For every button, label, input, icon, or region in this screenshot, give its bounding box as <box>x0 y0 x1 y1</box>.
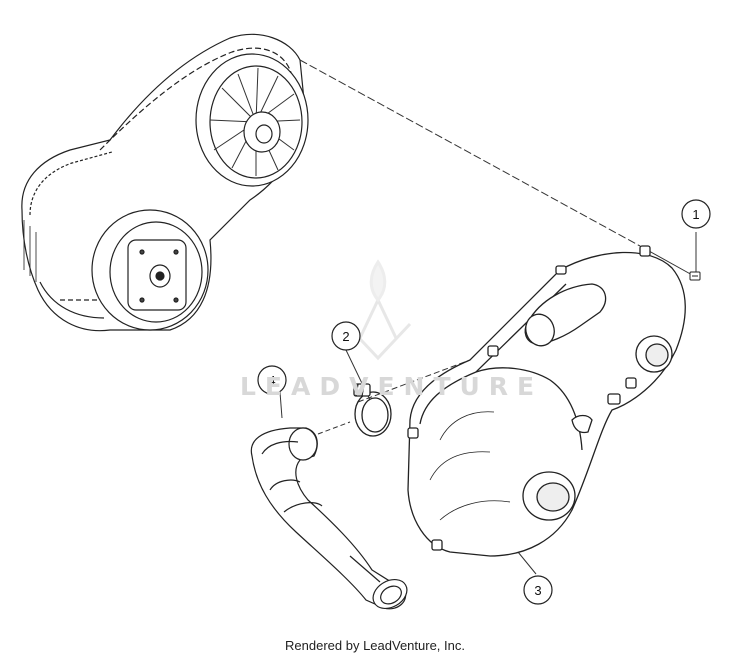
callout-1-label: 1 <box>692 207 699 222</box>
callout-3: 3 <box>523 575 553 605</box>
clutch-assembly <box>21 33 309 332</box>
watermark-brand-text: LEADVENTURE <box>240 372 544 401</box>
callout-1: 1 <box>681 199 711 229</box>
duct-hose-part <box>250 427 408 610</box>
footer-credit: Rendered by LeadVenture, Inc. <box>285 638 465 653</box>
bolt-part <box>689 271 701 281</box>
callout-4: 4 <box>257 365 287 395</box>
hose-clamp-part <box>353 383 392 437</box>
callout-3-label: 3 <box>534 583 541 598</box>
callout-2-label: 2 <box>342 329 349 344</box>
callout-2: 2 <box>331 321 361 351</box>
clutch-cover-part <box>407 245 686 557</box>
callout-4-label: 4 <box>268 373 275 388</box>
